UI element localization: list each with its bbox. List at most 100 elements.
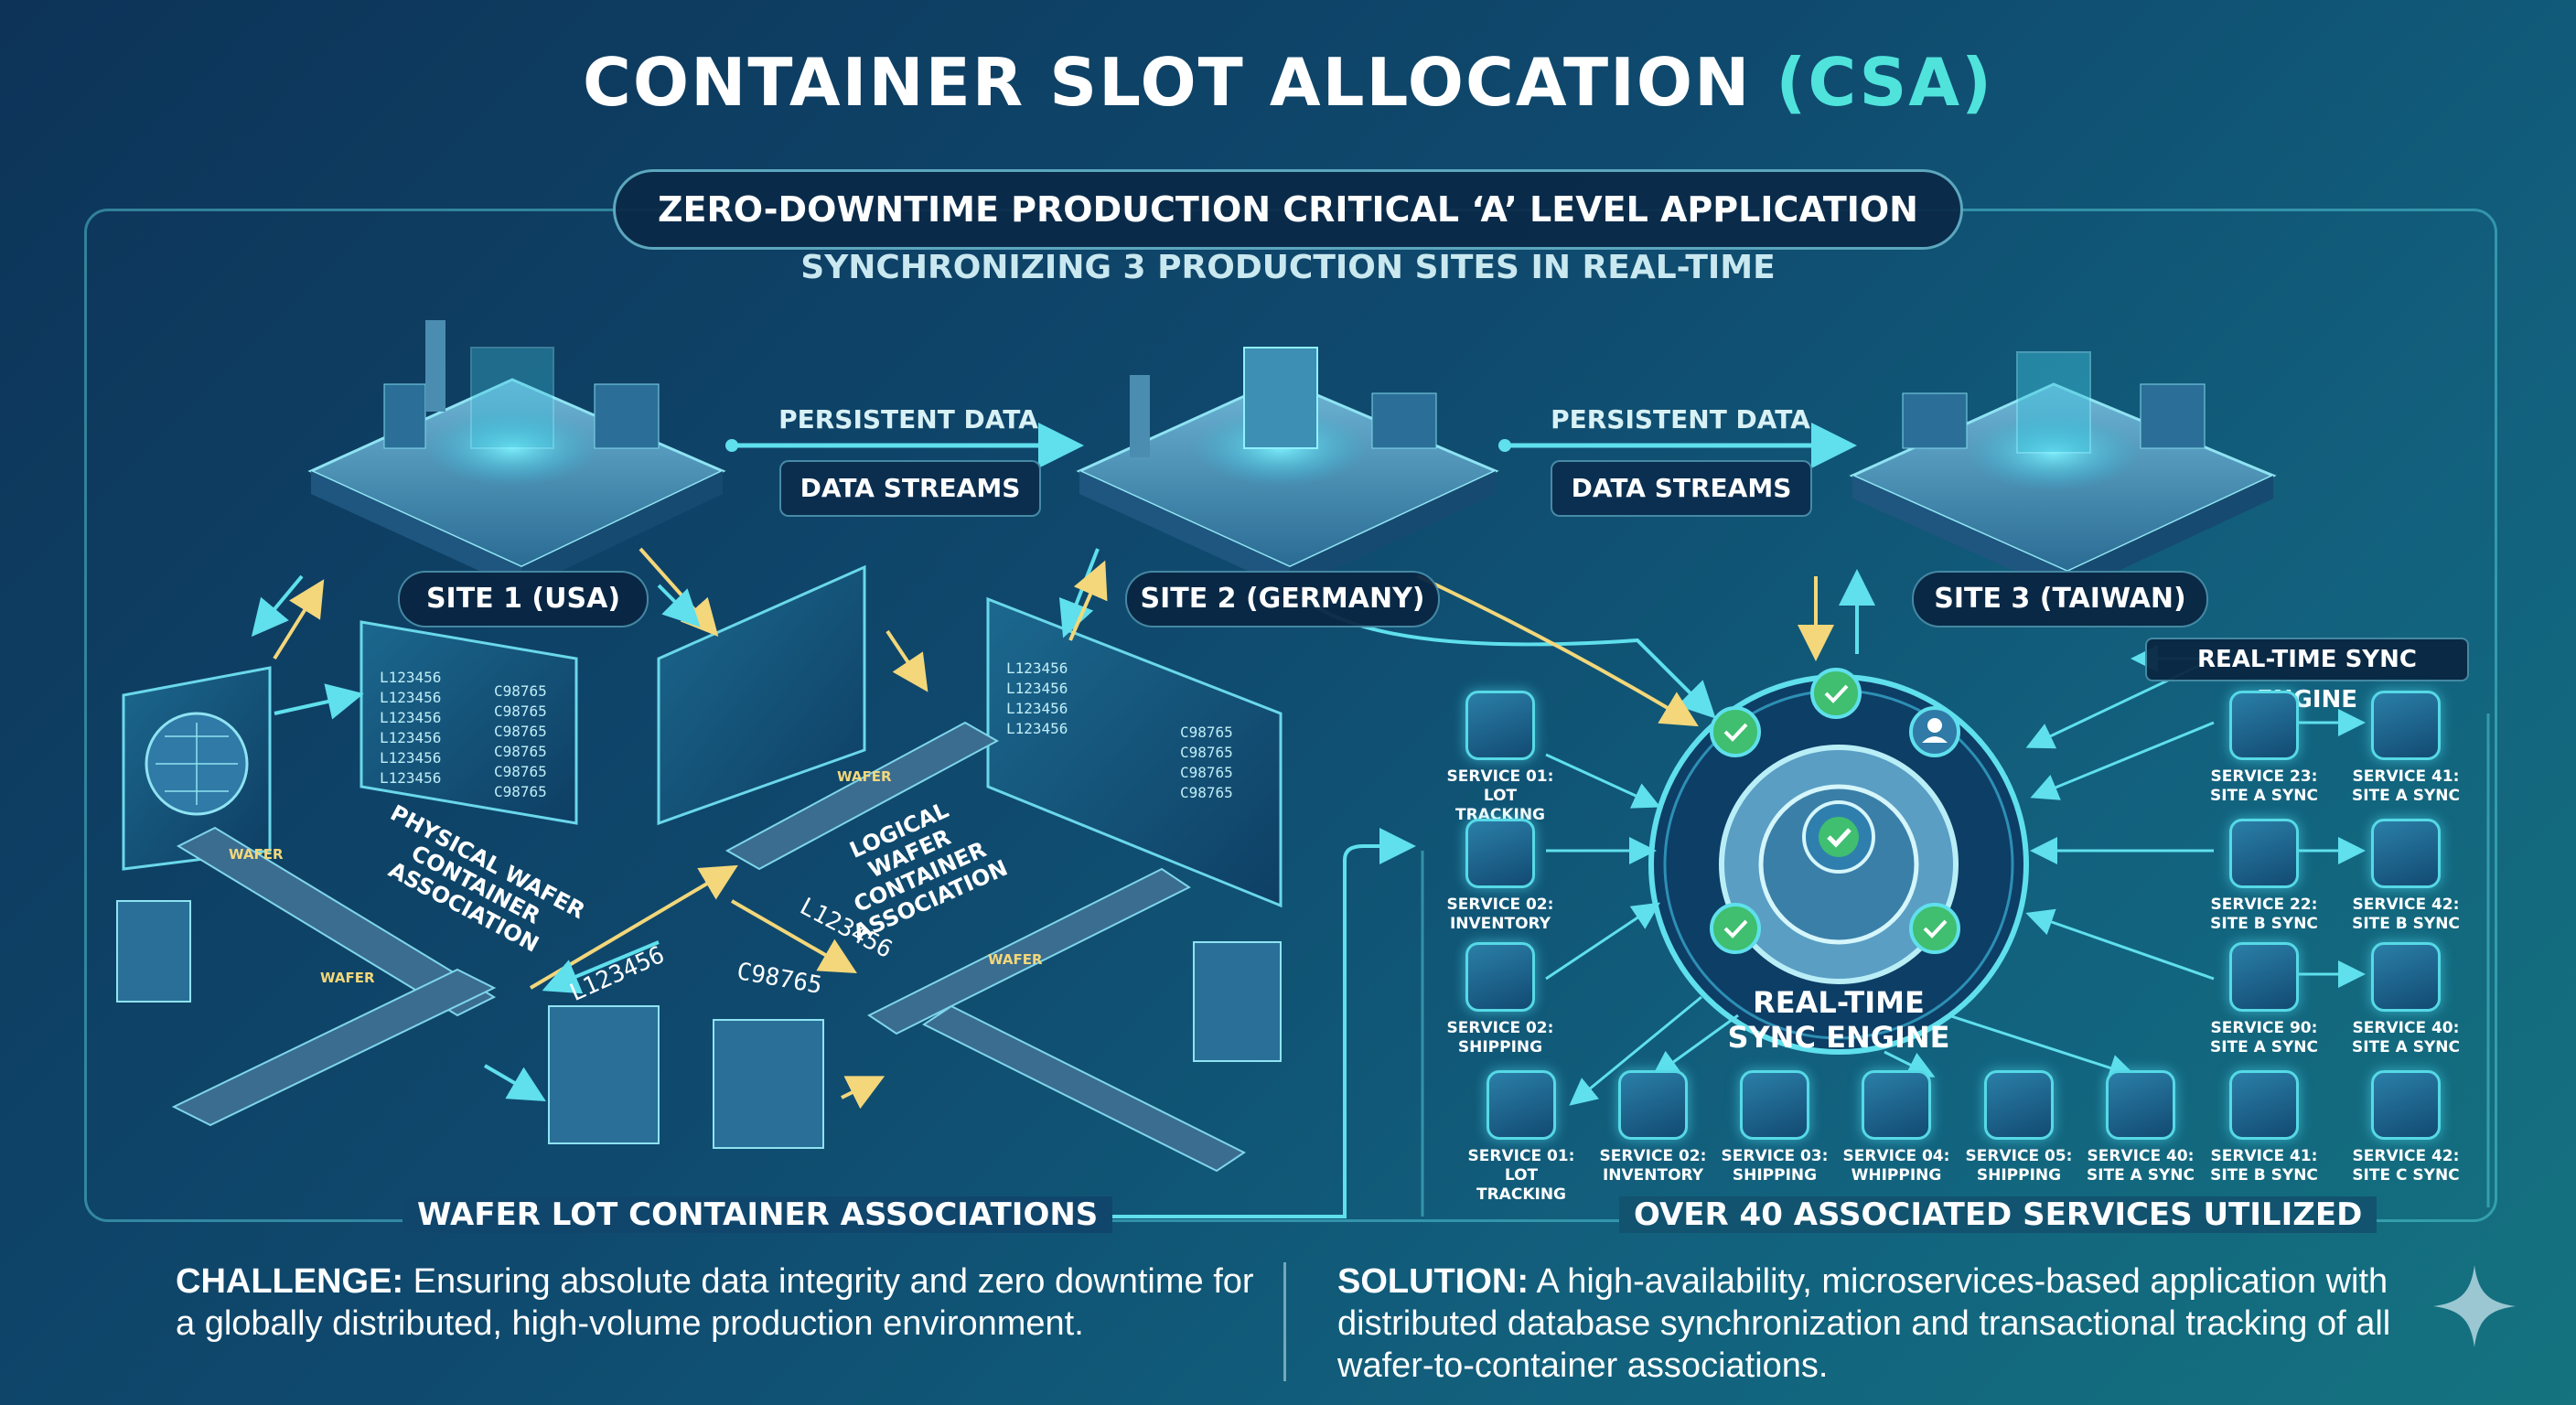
challenge-text: Ensuring absolute data integrity and zer… bbox=[176, 1262, 1254, 1343]
service-bottom-5[interactable]: SERVICE 05: SHIPPING bbox=[1959, 1070, 2078, 1185]
service-left-3[interactable]: SERVICE 02: SHIPPING bbox=[1441, 942, 1560, 1057]
network-icon bbox=[2229, 942, 2299, 1012]
magnifier-icon bbox=[1465, 691, 1535, 760]
flow-1-streams: DATA STREAMS bbox=[779, 460, 1041, 517]
title-accent: (CSA) bbox=[1776, 44, 1993, 121]
service-desc: SITE A SYNC bbox=[2209, 1038, 2319, 1056]
factory-icon bbox=[2229, 1070, 2299, 1140]
service-name: SERVICE 41: bbox=[2210, 1147, 2318, 1165]
service-bottom-4[interactable]: SERVICE 04: WHIPPING bbox=[1837, 1070, 1956, 1185]
screen-container-id: C98765 bbox=[494, 763, 547, 780]
screen-lot-id: L123456 bbox=[1006, 680, 1068, 697]
site-3-platform bbox=[1849, 351, 2277, 595]
service-desc: SITE B SYNC bbox=[2352, 915, 2460, 933]
engine-tag: REAL-TIME SYNC ENGINE bbox=[2145, 638, 2469, 713]
factory-icon bbox=[2229, 819, 2299, 888]
service-bottom-1[interactable]: SERVICE 01: LOT TRACKING bbox=[1462, 1070, 1581, 1205]
service-desc: SITE A SYNC bbox=[2209, 787, 2319, 805]
screen-lot-id: L123456 bbox=[1006, 660, 1068, 677]
gear-icon bbox=[2371, 942, 2441, 1012]
cycle-icon bbox=[1862, 1070, 1931, 1140]
service-name: SERVICE 03: bbox=[1721, 1147, 1829, 1165]
screen-lot-id: L123456 bbox=[380, 749, 442, 767]
service-desc: SITE B SYNC bbox=[2210, 915, 2318, 933]
screen-container-id: C98765 bbox=[494, 783, 547, 800]
screen-container-id: C98765 bbox=[494, 723, 547, 740]
service-right-4[interactable]: SERVICE 41: SITE A SYNC bbox=[2346, 691, 2465, 806]
site-1-label: SITE 1 (USA) bbox=[398, 571, 649, 627]
screen-lot-id: L123456 bbox=[1006, 700, 1068, 717]
service-right-5[interactable]: SERVICE 42: SITE B SYNC bbox=[2346, 819, 2465, 934]
engine-label-line1: REAL-TIME bbox=[1753, 985, 1925, 1020]
service-desc: SHIPPING bbox=[1457, 1038, 1543, 1056]
screen-left-containers: C98765 C98765 C98765 C98765 C98765 C9876… bbox=[494, 681, 547, 802]
service-name: SERVICE 01: bbox=[1467, 1147, 1575, 1165]
screen-container-id: C98765 bbox=[494, 743, 547, 760]
service-desc: SITE A SYNC bbox=[2351, 787, 2461, 805]
service-bottom-6[interactable]: SERVICE 40: SITE A SYNC bbox=[2081, 1070, 2200, 1185]
service-name: SERVICE 22: bbox=[2210, 896, 2318, 914]
screen-right-data: L123456 L123456 L123456 L123456 bbox=[1006, 659, 1068, 739]
conveyor-left bbox=[171, 826, 497, 1127]
service-name: SERVICE 90: bbox=[2210, 1019, 2318, 1037]
service-bottom-7[interactable]: SERVICE 41: SITE B SYNC bbox=[2205, 1070, 2324, 1185]
conveyor-right bbox=[867, 867, 1246, 1173]
service-desc: INVENTORY bbox=[1602, 1166, 1704, 1185]
screen-right-containers: C98765 C98765 C98765 C98765 bbox=[1180, 723, 1233, 803]
flow-2-label: PERSISTENT DATA bbox=[1551, 404, 1810, 434]
magnifier-icon bbox=[1487, 1070, 1556, 1140]
gear-icon bbox=[2106, 1070, 2175, 1140]
service-desc: WHIPPING bbox=[1851, 1166, 1942, 1185]
engine-label-line2: SYNC ENGINE bbox=[1727, 1020, 1950, 1055]
wafer-box: WAFER bbox=[988, 951, 1043, 968]
service-name: SERVICE 05: bbox=[1965, 1147, 2073, 1165]
screen-lot-id: L123456 bbox=[380, 669, 442, 686]
screen-lot-id: L123456 bbox=[380, 689, 442, 706]
service-left-2[interactable]: SERVICE 02: INVENTORY bbox=[1441, 819, 1560, 934]
data-screen-left bbox=[360, 620, 578, 825]
service-left-1[interactable]: SERVICE 01: LOT TRACKING bbox=[1441, 691, 1560, 825]
site-2-platform bbox=[1076, 347, 1499, 590]
service-right-3[interactable]: SERVICE 90: SITE A SYNC bbox=[2205, 942, 2324, 1057]
service-desc: SHIPPING bbox=[1976, 1166, 2062, 1185]
screen-lot-id: L123456 bbox=[380, 769, 442, 787]
services-section-title: OVER 40 ASSOCIATED SERVICES UTILIZED bbox=[1619, 1196, 2377, 1233]
service-desc: INVENTORY bbox=[1449, 915, 1551, 933]
service-bottom-3[interactable]: SERVICE 03: SHIPPING bbox=[1715, 1070, 1834, 1185]
flow-2-streams: DATA STREAMS bbox=[1551, 460, 1812, 517]
service-bottom-8[interactable]: SERVICE 42: SITE C SYNC bbox=[2346, 1070, 2465, 1185]
service-right-1[interactable]: SERVICE 23: SITE A SYNC bbox=[2205, 691, 2324, 806]
wafer-screen-far-left bbox=[122, 666, 272, 871]
service-name: SERVICE 40: bbox=[2087, 1147, 2195, 1165]
screen-container-id: C98765 bbox=[1180, 744, 1233, 761]
wafer-box: WAFER bbox=[320, 970, 375, 986]
site-1-platform bbox=[307, 320, 726, 590]
gears-icon bbox=[2371, 691, 2441, 760]
checklist-icon bbox=[1984, 1070, 2054, 1140]
challenge-block: CHALLENGE: Ensuring absolute data integr… bbox=[176, 1260, 1255, 1345]
footer-divider bbox=[1283, 1262, 1286, 1381]
solution-label: SOLUTION: bbox=[1337, 1262, 1529, 1301]
data-screen-mid bbox=[657, 564, 866, 826]
service-right-6[interactable]: SERVICE 40: SITE A SYNC bbox=[2346, 942, 2465, 1057]
title-main: CONTAINER SLOT ALLOCATION bbox=[583, 44, 1752, 121]
screen-lot-id: L123456 bbox=[380, 709, 442, 726]
solution-text: A high-availability, microservices-based… bbox=[1337, 1262, 2391, 1385]
service-desc: LOT TRACKING bbox=[1476, 1166, 1566, 1204]
data-screen-right bbox=[986, 596, 1283, 908]
page-title: CONTAINER SLOT ALLOCATION (CSA) bbox=[0, 44, 2576, 121]
screen-container-id: C98765 bbox=[1180, 764, 1233, 781]
gear-icon bbox=[2371, 1070, 2441, 1140]
flow-1-label: PERSISTENT DATA bbox=[778, 404, 1038, 434]
service-right-2[interactable]: SERVICE 22: SITE B SYNC bbox=[2205, 819, 2324, 934]
engine-status-icons bbox=[1710, 668, 1960, 954]
service-desc: SITE B SYNC bbox=[2210, 1166, 2318, 1185]
service-desc: SITE C SYNC bbox=[2352, 1166, 2460, 1185]
screen-container-id: C98765 bbox=[494, 682, 547, 700]
challenge-label: CHALLENGE: bbox=[176, 1262, 404, 1301]
hand-box-icon bbox=[1465, 942, 1535, 1012]
screen-lot-id: L123456 bbox=[380, 729, 442, 746]
calendar-check-icon bbox=[2229, 691, 2299, 760]
service-bottom-2[interactable]: SERVICE 02: INVENTORY bbox=[1594, 1070, 1712, 1185]
